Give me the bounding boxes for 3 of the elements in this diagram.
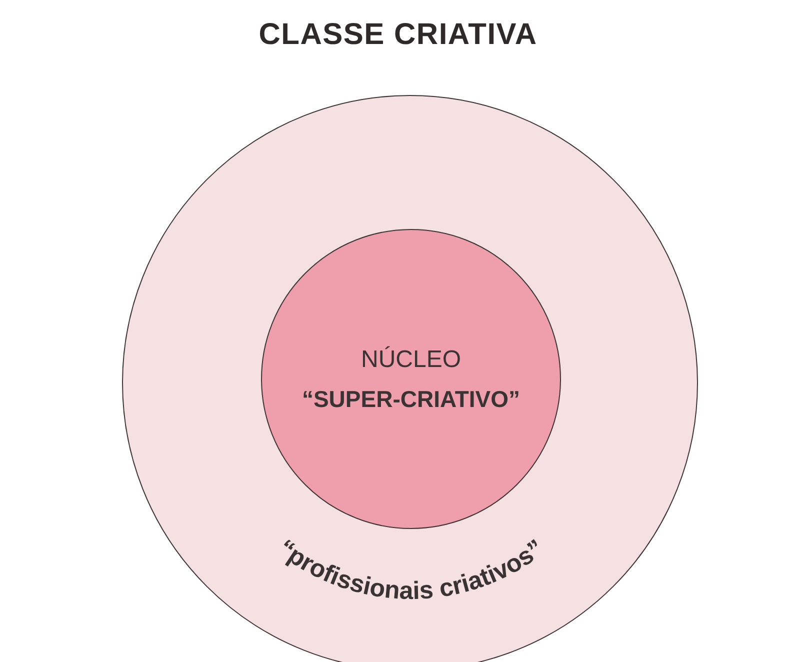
title: CLASSE CRIATIVA <box>258 17 538 53</box>
circle-label: NÚCLEO <box>360 344 462 375</box>
circle-label: “SUPER-CRIATIVO” <box>302 384 520 414</box>
